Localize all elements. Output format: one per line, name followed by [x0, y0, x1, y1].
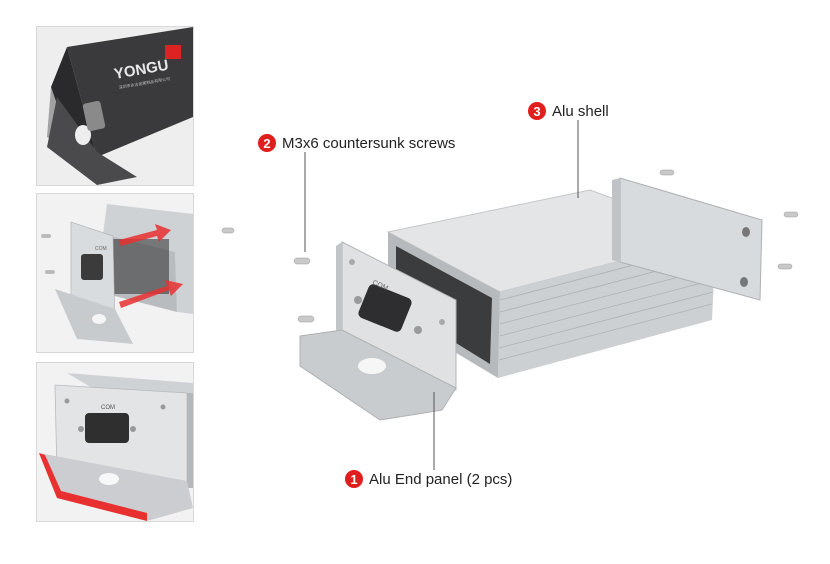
dark-enclosure-illustration: YONGU 深圳市永古金属制品有限公司	[37, 27, 193, 185]
callout-screws: 2 M3x6 countersunk screws	[258, 134, 455, 152]
port-label: COM	[95, 246, 107, 252]
assembly-illustration: COM	[37, 194, 193, 352]
assembled-panel-illustration: COM	[37, 363, 193, 521]
callout-number-badge: 3	[528, 102, 546, 120]
callout-label: Alu End panel (2 pcs)	[369, 470, 513, 488]
thumbnail-assembly-arrows[interactable]: COM	[36, 193, 194, 353]
callout-end-panel: 1 Alu End panel (2 pcs)	[345, 470, 512, 488]
callout-label: M3x6 countersunk screws	[282, 134, 456, 152]
exploded-view-illustration: COM	[221, 120, 799, 470]
arrow-icon	[119, 224, 171, 246]
port-label: COM	[101, 405, 115, 411]
arrow-icon	[119, 280, 183, 308]
callout-alu-shell: 3 Alu shell	[528, 102, 609, 120]
thumbnail-assembled-panel[interactable]: COM	[36, 362, 194, 522]
callout-label: Alu shell	[552, 102, 609, 120]
screw-icon	[221, 169, 799, 323]
thumbnail-dark-enclosure[interactable]: YONGU 深圳市永古金属制品有限公司	[36, 26, 194, 186]
callout-number-badge: 1	[345, 470, 363, 488]
callout-number-badge: 2	[258, 134, 276, 152]
